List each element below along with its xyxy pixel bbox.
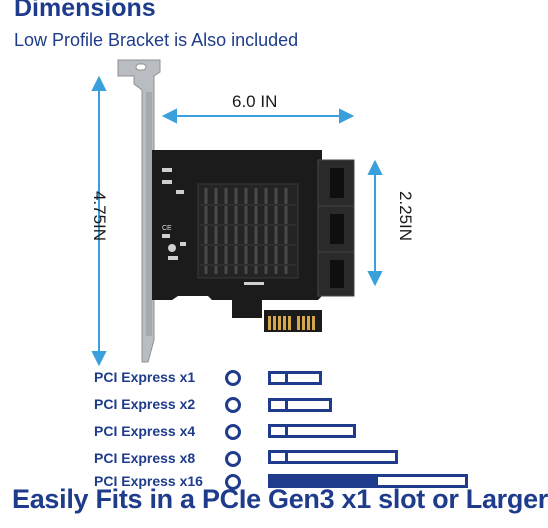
width-dimension-label: 6.0 IN <box>232 92 278 111</box>
pcie-gold-fingers <box>268 316 315 330</box>
pcie-x2-label: PCI Express x2 <box>94 396 196 412</box>
card-height-dimension-label: 2.25IN <box>396 190 415 242</box>
pcie-x16-slot-icon <box>268 474 468 488</box>
pcie-x8-slot-icon <box>268 450 398 464</box>
bracket-height-dimension-label: 4.75IN <box>90 190 109 242</box>
pcie-x2-slot-icon <box>268 398 332 412</box>
svg-text:CE: CE <box>162 225 172 232</box>
footer-tagline: Easily Fits in a PCIe Gen3 x1 slot or La… <box>12 484 548 514</box>
page-subtitle: Low Profile Bracket is Also included <box>14 30 299 50</box>
circle-icon <box>225 370 241 386</box>
sata-port-2 <box>317 205 355 253</box>
circle-icon <box>225 474 241 490</box>
pcie-x1-slot-icon <box>268 371 322 385</box>
product-illustration: CE <box>91 59 383 367</box>
bracket-height-arrow <box>91 75 107 367</box>
sata-port-3 <box>317 251 355 297</box>
pcie-x4-label: PCI Express x4 <box>94 423 196 439</box>
heatsink <box>197 183 299 279</box>
circle-icon <box>225 451 241 467</box>
sata-ports <box>317 159 355 297</box>
pcie-x1-label: PCI Express x1 <box>94 369 196 385</box>
circle-icon <box>225 424 241 440</box>
sata-port-1 <box>317 159 355 207</box>
pcie-x4-slot-icon <box>268 424 356 438</box>
page-title: Dimensions <box>14 0 156 22</box>
card-height-arrow <box>367 159 383 287</box>
width-arrow <box>161 108 355 124</box>
pcie-x16-slot-fill <box>271 477 378 485</box>
mounting-bracket <box>117 59 161 363</box>
pcie-x16-label: PCI Express x16 <box>94 473 203 489</box>
circle-icon <box>225 397 241 413</box>
pcie-x8-label: PCI Express x8 <box>94 450 196 466</box>
